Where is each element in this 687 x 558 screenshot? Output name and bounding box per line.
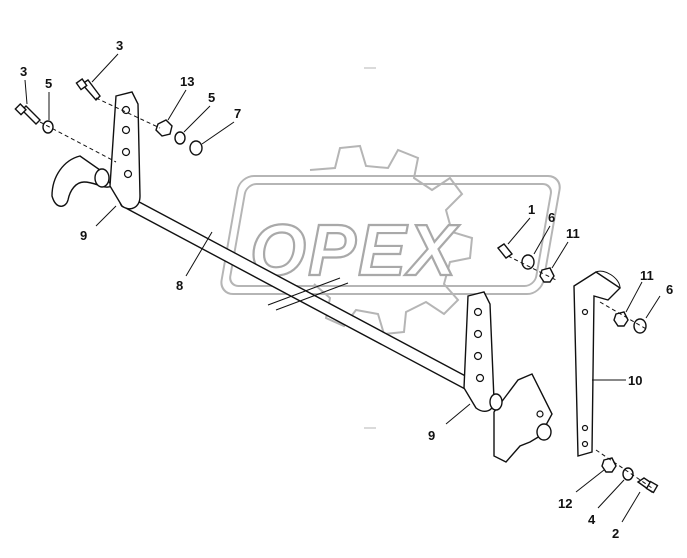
nut-11-right <box>613 311 629 327</box>
watermark: OPEX <box>220 67 561 429</box>
washer-5-left <box>42 120 54 134</box>
assembly-lines <box>39 97 653 489</box>
callout-9-left: 9 <box>80 228 87 243</box>
callout-2: 2 <box>612 526 619 541</box>
callout-5-right: 5 <box>208 90 215 105</box>
callout-3-left: 3 <box>20 64 27 79</box>
watermark-frame-inner <box>229 183 552 287</box>
nut-7 <box>189 140 203 156</box>
washer-6-right <box>633 318 647 334</box>
callout-6-right: 6 <box>666 282 673 297</box>
hardware <box>14 78 659 494</box>
callout-4: 4 <box>588 512 596 527</box>
callout-10: 10 <box>628 373 642 388</box>
callout-9-right: 9 <box>428 428 435 443</box>
watermark-frame-outer <box>220 175 561 295</box>
callout-3-top: 3 <box>116 38 123 53</box>
washer-6-left <box>521 254 535 270</box>
callout-12: 12 <box>558 496 572 511</box>
right-plate <box>489 373 553 463</box>
callout-6-left: 6 <box>548 210 555 225</box>
callout-7: 7 <box>234 106 241 121</box>
watermark-text: OPEX <box>250 211 460 291</box>
left-bracket-9 <box>109 91 141 210</box>
nut-13 <box>155 119 173 137</box>
bolt-3-left <box>14 103 41 125</box>
washer-5-right <box>174 131 186 145</box>
washer-4 <box>622 467 634 481</box>
callout-11-left: 11 <box>566 226 580 241</box>
leader-lines <box>24 53 661 523</box>
callouts: 3 3 5 13 5 7 9 8 1 6 11 11 6 10 9 12 4 2 <box>20 38 673 541</box>
right-bracket-9 <box>463 291 495 412</box>
callout-1: 1 <box>528 202 535 217</box>
hanger-bracket-10 <box>573 270 622 457</box>
callout-8: 8 <box>176 278 183 293</box>
callout-5-left: 5 <box>45 76 52 91</box>
bolt-3-top <box>75 78 101 102</box>
left-hook <box>51 155 114 207</box>
bolt-2 <box>636 477 659 494</box>
watermark-gear-icon <box>309 144 474 336</box>
callout-13: 13 <box>180 74 194 89</box>
nut-12 <box>601 457 617 473</box>
callout-11-right: 11 <box>640 268 654 283</box>
bolt-1 <box>496 243 514 259</box>
